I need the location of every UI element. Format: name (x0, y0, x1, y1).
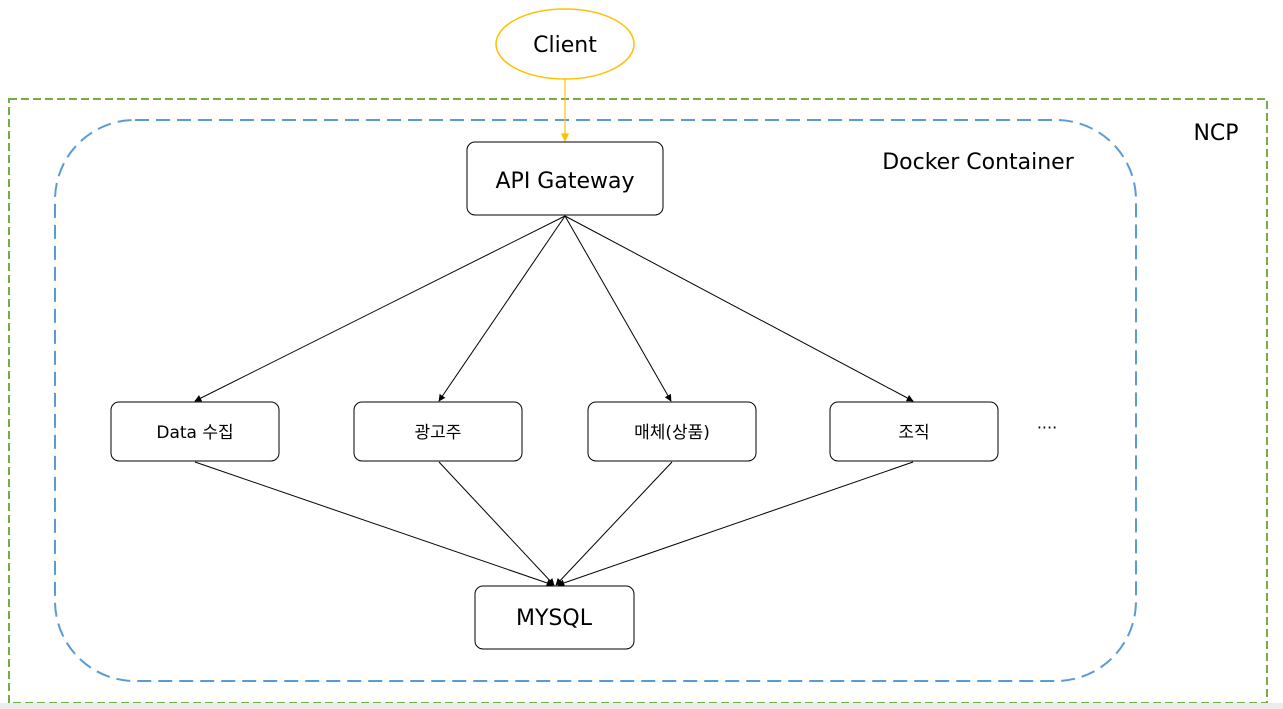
service-label: 조직 (898, 423, 929, 443)
bottom-strip (0, 703, 1283, 709)
edge-gateway-advertiser (438, 215, 566, 402)
client-label: Client (533, 33, 597, 58)
edge-gateway-media (564, 215, 672, 402)
more-services-ellipsis: ···· (1037, 418, 1057, 437)
api-gateway-node (466, 141, 664, 216)
service-label: Data 수집 (156, 423, 233, 443)
service-node-advertiser (353, 401, 523, 462)
edge-data-mysql (194, 461, 554, 587)
ncp-label: NCP (1193, 121, 1238, 146)
service-node-media (587, 401, 757, 462)
service-node-organization (829, 401, 999, 462)
service-label: 광고주 (415, 423, 462, 443)
service-label: 매체(상품) (634, 423, 710, 443)
edge-organization-mysql (557, 461, 914, 587)
api-gateway-label: API Gateway (496, 169, 635, 194)
mysql-node (474, 585, 635, 650)
docker-container-boundary (54, 119, 1137, 682)
edge-advertiser-mysql (438, 461, 555, 586)
mysql-label: MYSQL (516, 606, 593, 631)
service-node-data-collection (110, 401, 280, 462)
docker-container-label: Docker Container (882, 150, 1074, 175)
edge-gateway-organization (564, 215, 914, 402)
edge-media-mysql (555, 461, 673, 586)
edge-gateway-data (194, 215, 566, 402)
